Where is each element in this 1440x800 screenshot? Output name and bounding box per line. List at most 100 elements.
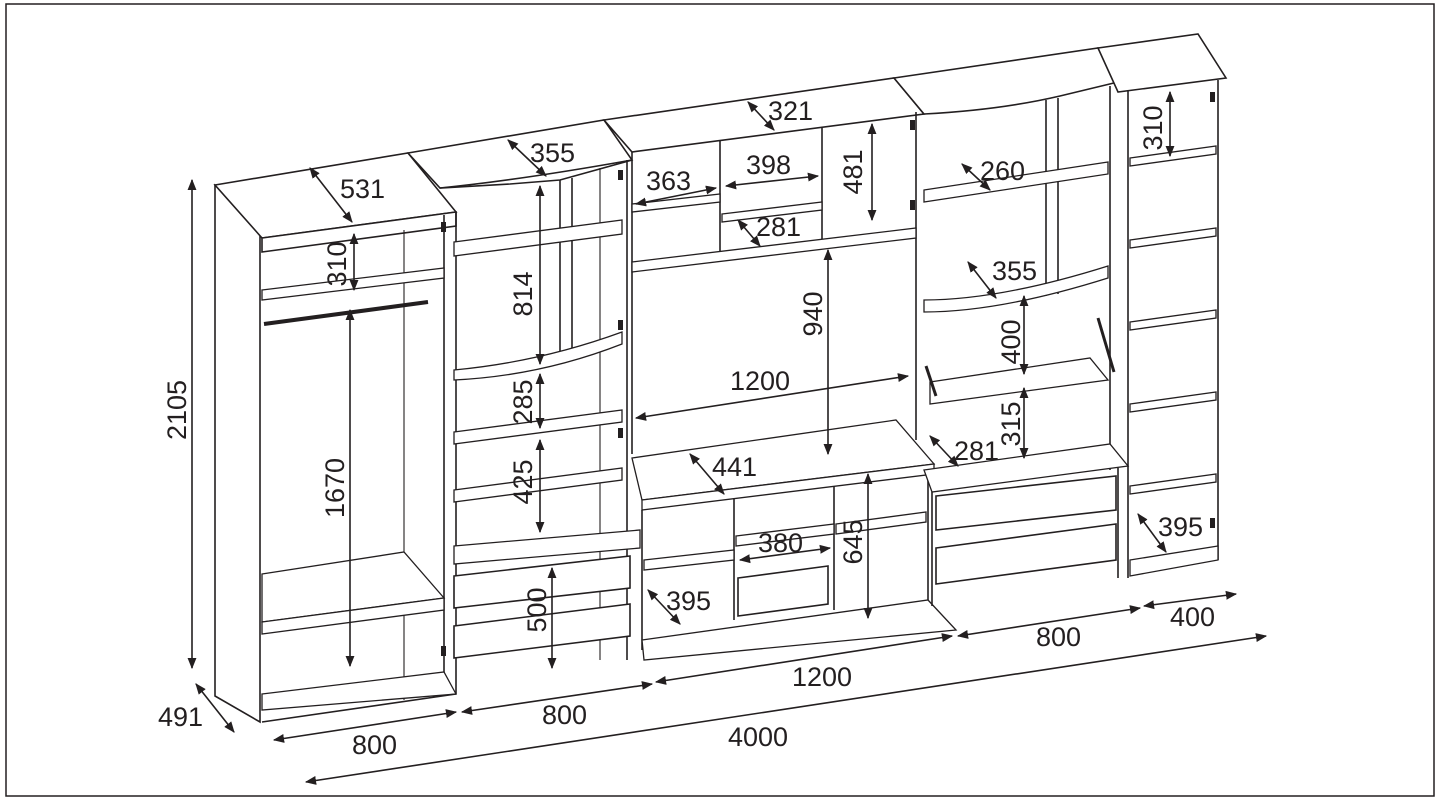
flap-stay-icon (1096, 317, 1116, 373)
label-left-shelf-a: 285 (508, 379, 538, 424)
narrow-case-shelf-3 (1129, 309, 1217, 331)
label-left-drawers-height: 500 (522, 587, 552, 632)
right-cabinet-drawer-2 (935, 523, 1117, 585)
left-cabinet-top-curve (439, 159, 633, 189)
label-left-top-depth: 355 (530, 138, 575, 168)
tv-unit-lower-shelf-1 (643, 549, 735, 571)
right-cabinet-shelf-1 (923, 161, 1109, 203)
hinge-icon (441, 646, 446, 656)
label-tv-niche-b: 398 (746, 150, 791, 180)
label-overall-height: 2105 (162, 380, 192, 440)
arrow-narrow-bottom (1137, 513, 1167, 553)
label-left-cabinet-width: 800 (542, 700, 587, 730)
label-tv-unit-width: 1200 (792, 662, 852, 692)
right-cabinet-flap-shelf (929, 357, 1110, 405)
hinge-icon (910, 120, 915, 130)
wardrobe-module (213, 152, 458, 724)
hinge-icon (618, 320, 623, 330)
arrow-wardrobe-depth (309, 167, 353, 223)
label-right-shelf-depth: 281 (954, 436, 999, 466)
narrow-case-shelf-5 (1129, 473, 1217, 495)
left-cabinet-shelf-3 (453, 409, 623, 445)
right-cabinet-top (892, 47, 1120, 115)
label-overall-width: 4000 (728, 722, 788, 752)
label-tv-niche-a: 363 (646, 166, 691, 196)
label-wardrobe-top-depth: 531 (340, 174, 385, 204)
width-arrow-right-cabinet (956, 605, 1142, 639)
label-right-top-depth: 260 (980, 156, 1025, 186)
arrow-right-top (961, 163, 991, 191)
left-cabinet-counter (453, 529, 641, 565)
arrow-tv-niche-b (724, 172, 820, 190)
label-tv-drawer-width: 380 (758, 528, 803, 558)
hinge-icon (910, 200, 915, 210)
label-tv-width: 1200 (730, 366, 790, 396)
label-right-cabinet-width: 800 (1036, 622, 1081, 652)
wardrobe-bottom (261, 671, 458, 711)
label-overall-depth: 491 (158, 702, 203, 732)
arrow-tv-drawer (738, 544, 832, 564)
label-tv-top-depth: 321 (768, 96, 813, 126)
left-cabinet-curved-shelf (453, 331, 623, 381)
width-arrow-overall (304, 633, 1268, 785)
arrow-tv-niche-a (634, 185, 718, 207)
arrow-tv-shelf-depth (689, 453, 725, 495)
left-cabinet-shelf-1 (453, 219, 623, 257)
label-right-mid-depth: 355 (992, 256, 1037, 286)
depth-arrow (195, 683, 235, 733)
tv-unit-top (602, 77, 926, 153)
label-wardrobe-top-height: 310 (322, 241, 352, 286)
arrow-right-shelf-depth (929, 435, 959, 467)
narrow-case-shelf-4 (1129, 391, 1217, 413)
arrow-left-top (507, 139, 547, 177)
hinge-icon (441, 222, 446, 232)
hinge-icon (1210, 518, 1215, 528)
label-narrow-top-height: 310 (1138, 105, 1168, 150)
hinge-icon (618, 428, 623, 438)
label-right-shelf-height: 315 (996, 401, 1026, 446)
hinge-icon (618, 170, 623, 180)
dimension-labels: 2105 491 800 800 1200 800 400 4000 531 3… (158, 96, 1215, 760)
left-cabinet-shelf-4 (453, 467, 623, 503)
arrow-right-mid (967, 261, 997, 299)
dimension-lines (187, 90, 1268, 785)
hinge-icon (1210, 92, 1215, 102)
left-cabinet-drawer-1 (453, 555, 631, 609)
narrow-case-module (1096, 33, 1228, 578)
tv-unit-niche-bottom (631, 227, 917, 273)
wardrobe-upper-shelf (261, 267, 445, 301)
drawing-border (5, 3, 1435, 797)
label-tv-shelf-depth: 441 (712, 452, 757, 482)
arrow-tv-niche-c (737, 219, 761, 247)
label-tv-niche-d: 481 (838, 149, 868, 194)
wardrobe-side-panel (214, 183, 261, 724)
width-arrow-narrow-case (1142, 590, 1238, 610)
tv-unit-lower-shelf-3 (835, 511, 927, 535)
label-right-glass-height: 400 (996, 319, 1026, 364)
label-left-glass-height: 814 (508, 271, 538, 316)
tv-unit-lower-shelf-2 (735, 523, 835, 547)
label-wardrobe-rail-height: 1670 (320, 458, 350, 518)
wardrobe-hanging-rail (263, 300, 429, 326)
label-narrow-bottom-depth: 395 (1158, 512, 1203, 542)
narrow-case-top (1096, 33, 1228, 93)
tv-unit-niche-shelf-2 (721, 201, 823, 223)
tv-unit-module (602, 77, 958, 661)
label-tv-niche-c: 281 (756, 212, 801, 242)
label-wardrobe-width: 800 (352, 730, 397, 760)
right-cabinet-drawer-1 (935, 475, 1117, 531)
label-left-shelf-b: 425 (508, 459, 538, 504)
arrow-tv-lower-depth (647, 589, 681, 625)
label-tv-height: 940 (798, 291, 828, 336)
flap-stay-icon (924, 365, 938, 397)
tv-unit-drawer (737, 565, 829, 617)
narrow-case-bottom (1129, 545, 1219, 577)
arrow-tv-width (634, 373, 910, 421)
label-tv-lower-height: 645 (838, 519, 868, 564)
label-narrow-case-width: 400 (1170, 602, 1215, 632)
narrow-case-shelf-2 (1129, 227, 1217, 249)
label-tv-lower-depth: 395 (666, 586, 711, 616)
arrow-tv-top (747, 101, 775, 131)
